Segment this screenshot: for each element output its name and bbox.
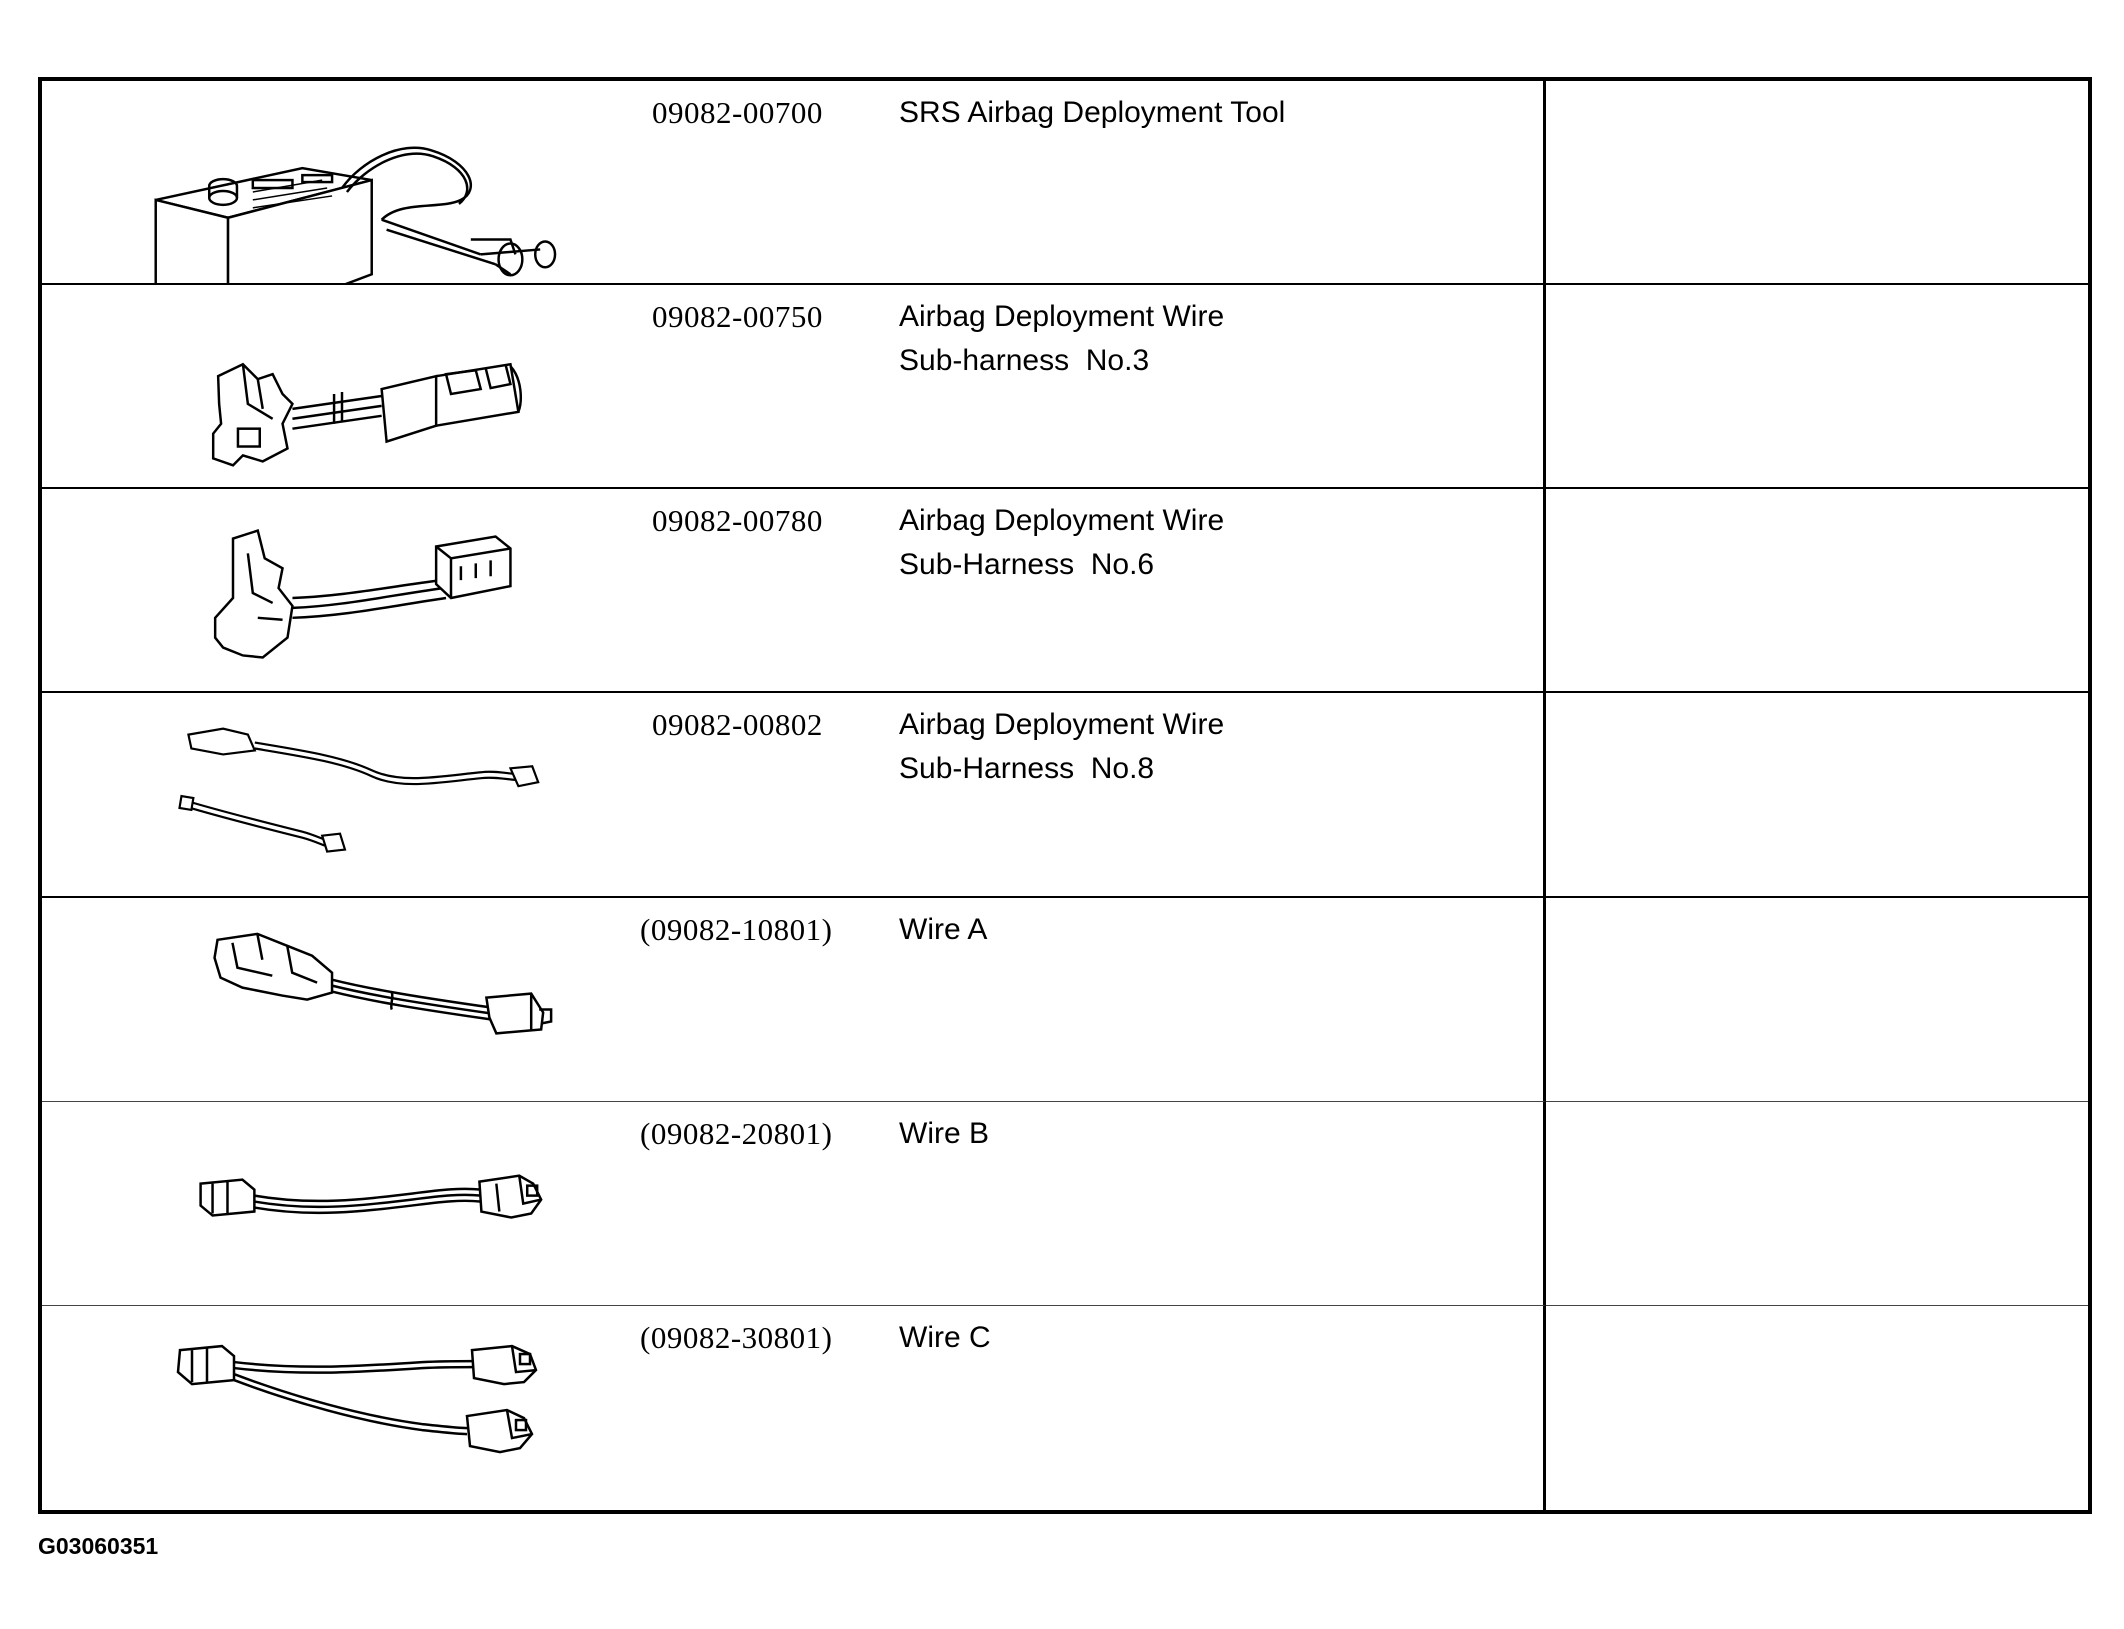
part-number: 09082-00700 [652, 95, 823, 130]
description-line: Sub-Harness No.6 [899, 548, 1155, 582]
table-row: 09082-00700 SRS Airbag Deployment Tool [42, 81, 1546, 286]
wire-a-illustration [42, 898, 642, 1101]
notes-cell [1546, 285, 2088, 490]
part-number: (09082-20801) [640, 1115, 833, 1151]
table-row: (09082-30801) Wire C [42, 1305, 1546, 1510]
table-row: 09082-00750 Airbag Deployment Wire Sub-h… [42, 285, 1546, 490]
tool-description: Airbag Deployment Wire Sub-Harness No.8 [899, 703, 1224, 791]
figure-code: G03060351 [38, 1533, 159, 1559]
table-row: (09082-10801) Wire A [42, 897, 1546, 1102]
tool-description: Airbag Deployment Wire Sub-Harness No.6 [899, 499, 1224, 587]
description-line: Sub-harness No.3 [899, 344, 1150, 378]
notes-cell [1546, 489, 2088, 694]
deployment-tool-illustration [42, 81, 642, 284]
description-line: Wire C [899, 1320, 991, 1354]
description-line: Airbag Deployment Wire [899, 708, 1225, 742]
notes-cell [1546, 693, 2088, 898]
tool-description: Wire A [899, 908, 987, 952]
description-line: Wire A [899, 912, 988, 946]
table-row: (09082-20801) Wire B [42, 1101, 1546, 1306]
tool-description: SRS Airbag Deployment Tool [899, 91, 1285, 135]
notes-cell [1546, 1306, 2088, 1510]
notes-cell [1546, 898, 2088, 1102]
description-line: Sub-Harness No.8 [899, 752, 1155, 786]
tool-description: Wire C [899, 1316, 991, 1360]
part-number: 09082-00780 [652, 503, 823, 539]
tool-description: Wire B [899, 1112, 989, 1156]
part-number: 09082-00802 [652, 707, 823, 743]
sub-harness-no8-illustration [42, 693, 642, 895]
tool-description: Airbag Deployment Wire Sub-harness No.3 [899, 295, 1224, 383]
part-number: (09082-10801) [640, 911, 833, 947]
wire-c-illustration [42, 1306, 642, 1510]
wire-b-illustration [42, 1102, 642, 1305]
notes-cell [1546, 1102, 2088, 1306]
part-number: 09082-00750 [652, 299, 823, 335]
table-row: 09082-00780 Airbag Deployment Wire Sub-H… [42, 489, 1546, 694]
description-line: Airbag Deployment Wire [899, 300, 1225, 334]
table-row: 09082-00802 Airbag Deployment Wire Sub-H… [42, 693, 1546, 898]
sub-harness-no6-illustration [42, 489, 642, 691]
sub-harness-no3-illustration [42, 285, 642, 487]
description-line: Wire B [899, 1116, 989, 1150]
part-number: (09082-30801) [640, 1319, 833, 1355]
special-service-tools-table: 09082-00700 SRS Airbag Deployment Tool 0… [38, 77, 2092, 1514]
description-line: Airbag Deployment Wire [899, 504, 1225, 538]
description-line: SRS Airbag Deployment Tool [899, 96, 1286, 129]
notes-cell [1546, 81, 2088, 286]
